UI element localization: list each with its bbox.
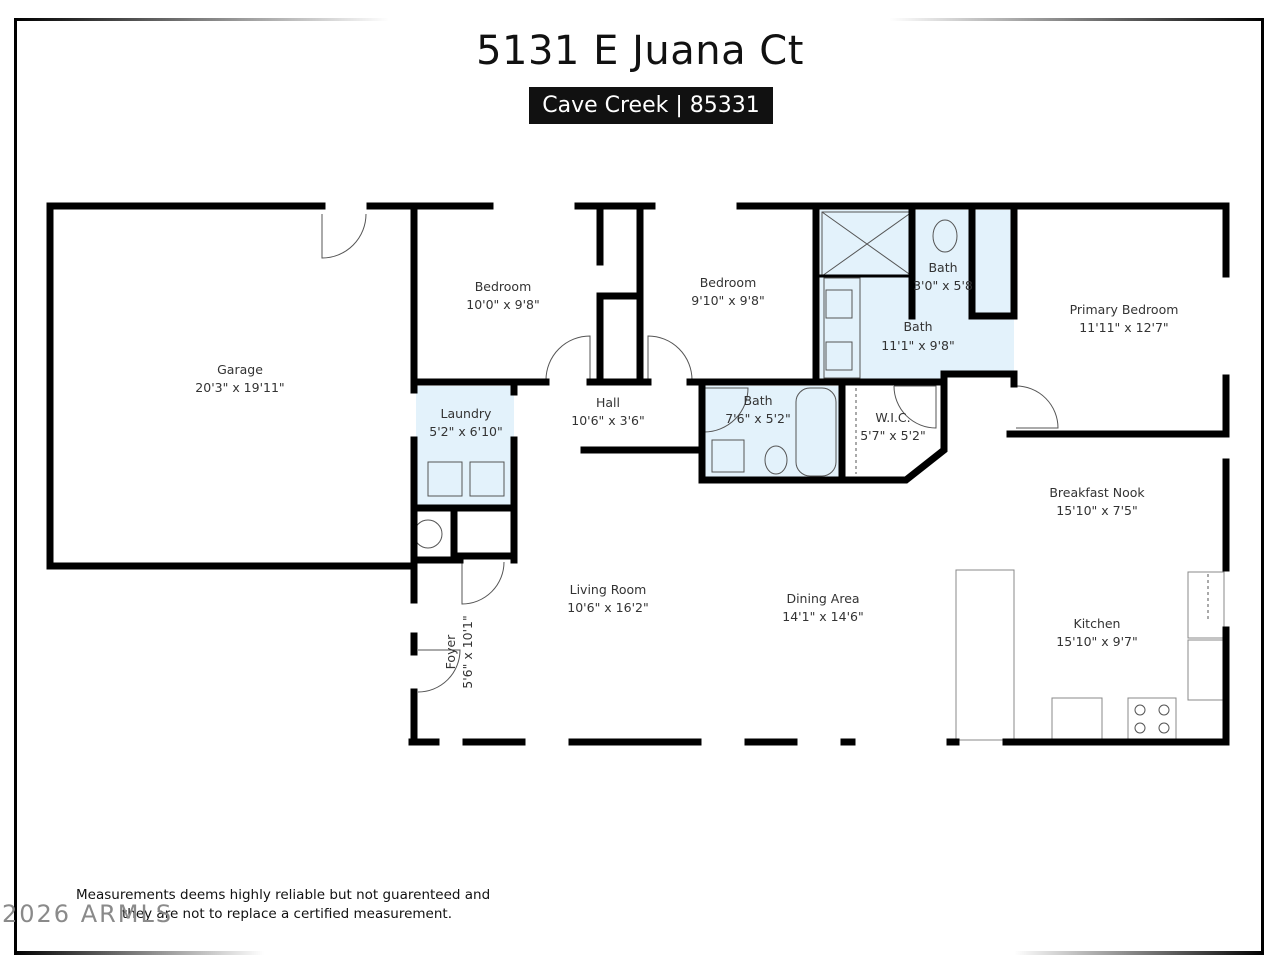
wet-room-fills: [416, 210, 1014, 506]
room-size: 15'10" x 7'5": [1056, 503, 1137, 518]
room-size: 11'11" x 12'7": [1079, 320, 1168, 335]
room-size: 5'6" x 10'1": [460, 615, 475, 688]
room-size: 15'10" x 9'7": [1056, 634, 1137, 649]
room-name: W.I.C.: [875, 410, 910, 425]
room-name: Primary Bedroom: [1070, 302, 1179, 317]
room-size: 5'7" x 5'2": [860, 428, 926, 443]
room-name: Hall: [596, 395, 620, 410]
page-title: 5131 E Juana Ct: [476, 28, 804, 74]
room-name: Bath: [928, 260, 957, 275]
room-size: 7'6" x 5'2": [725, 411, 791, 426]
room-size: 10'6" x 16'2": [567, 600, 648, 615]
disclaimer-line: they are not to replace a certified meas…: [122, 906, 453, 922]
room-size: 11'1" x 9'8": [881, 338, 954, 353]
room-name: Laundry: [441, 406, 493, 421]
room-size: 3'0" x 5'8: [913, 278, 973, 293]
room-size: 14'1" x 14'6": [782, 609, 863, 624]
location-badge: Cave Creek | 85331: [529, 87, 773, 124]
watermark: 2026 ARMLS: [2, 900, 174, 928]
walls: [46, 202, 1230, 746]
room-name: Bedroom: [700, 275, 757, 290]
room-size: 10'0" x 9'8": [466, 297, 539, 312]
room-name: Garage: [217, 362, 263, 377]
disclaimer-line: Measurements deems highly reliable but n…: [76, 887, 491, 903]
room-labels: Garage 20'3" x 19'11" Bedroom 10'0" x 9'…: [195, 260, 1178, 689]
room-name: Living Room: [570, 582, 647, 597]
room-name: Kitchen: [1074, 616, 1121, 631]
disclaimer: Measurements deems highly reliable but n…: [76, 886, 516, 924]
room-size: 9'10" x 9'8": [691, 293, 764, 308]
room-name: Bath: [743, 393, 772, 408]
room-name: Bedroom: [475, 279, 532, 294]
page-frame: [14, 18, 1264, 955]
room-size: 10'6" x 3'6": [571, 413, 644, 428]
room-size: 20'3" x 19'11": [195, 380, 284, 395]
room-name: Bath: [903, 319, 932, 334]
room-name: Breakfast Nook: [1049, 485, 1145, 500]
room-name: Foyer: [443, 634, 458, 669]
room-size: 5'2" x 6'10": [429, 424, 502, 439]
room-name: Dining Area: [786, 591, 859, 606]
